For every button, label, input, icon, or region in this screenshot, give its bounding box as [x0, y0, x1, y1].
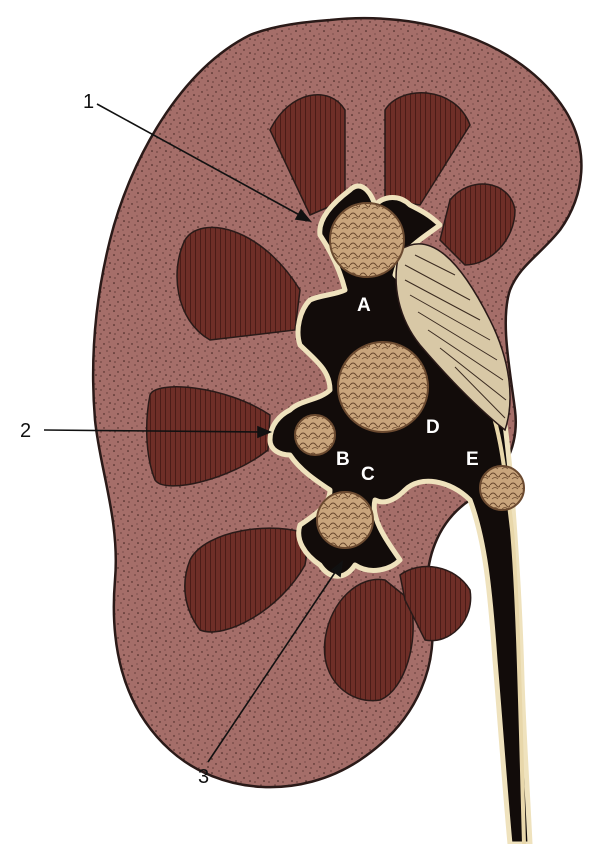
label-e: E	[466, 449, 479, 470]
kidney-stones	[294, 202, 525, 549]
label-a: A	[357, 295, 371, 316]
pyramid	[323, 578, 414, 702]
label-c: C	[361, 464, 375, 485]
stone-ureter	[479, 465, 525, 511]
leader-line-2	[43, 429, 263, 433]
leader-line-1	[96, 103, 306, 219]
pyramid	[184, 527, 311, 633]
arrowhead-3	[330, 560, 344, 578]
leader-lines	[43, 103, 344, 763]
pyramid	[439, 183, 516, 266]
label-1: 1	[83, 91, 94, 113]
arrowhead-2	[257, 425, 273, 439]
renal-pyramids	[145, 92, 516, 702]
label-3: 3	[198, 766, 209, 788]
pyramid	[145, 386, 271, 487]
pyramid	[176, 226, 301, 341]
label-d: D	[426, 417, 440, 438]
label-2: 2	[20, 420, 31, 442]
label-b: B	[336, 449, 350, 470]
pyramid	[269, 94, 346, 216]
sinus-hatching	[404, 254, 507, 419]
ureter	[478, 379, 526, 845]
stone-upper-calyx	[329, 202, 405, 278]
pyramid	[384, 92, 471, 206]
stone-lower-calyx	[316, 491, 374, 549]
stone-pelvis	[337, 341, 429, 433]
pyramid	[399, 565, 472, 642]
leader-line-3	[207, 567, 339, 763]
arrowhead-1	[294, 208, 312, 223]
stone-middle-calyx	[294, 414, 336, 456]
